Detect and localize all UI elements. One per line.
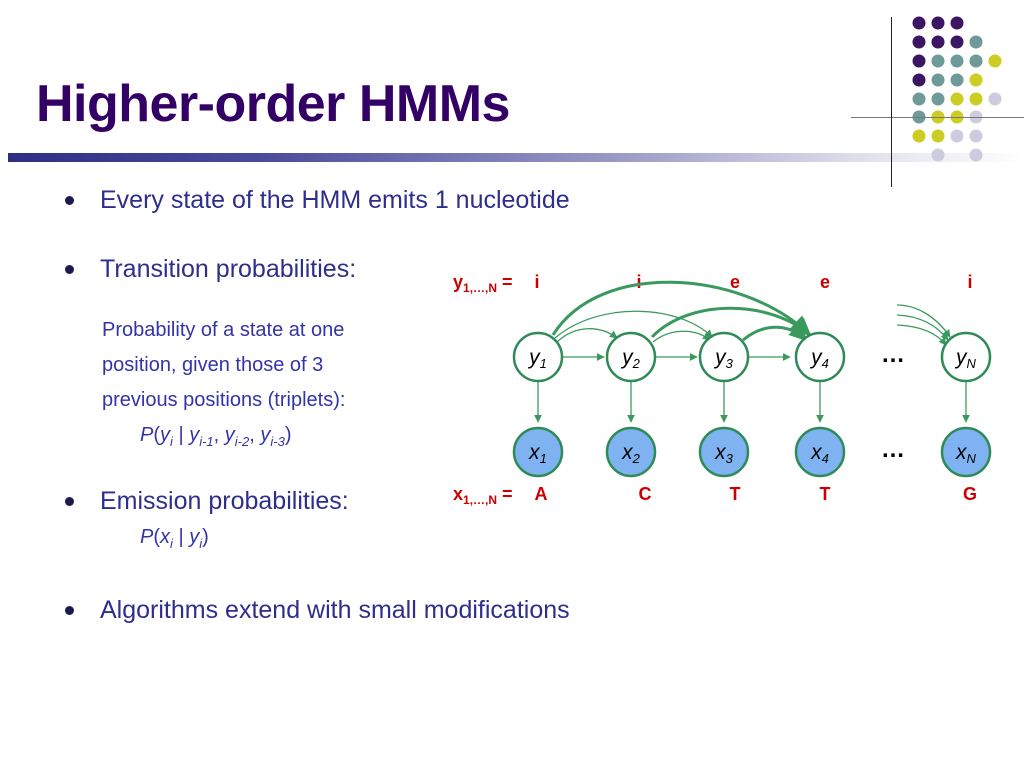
transition-arc-y1-y4 — [551, 280, 810, 336]
svg-text:xN: xN — [955, 441, 977, 466]
x-sequence-label: x1,…,N = — [453, 484, 513, 507]
deco-dot — [950, 92, 964, 106]
deco-dot — [931, 16, 945, 30]
transition-arc-y1-y3 — [554, 310, 713, 339]
y-sequence-label: y1,…,N = — [453, 272, 513, 295]
observed-node-x1: x1 — [512, 426, 564, 478]
svg-text:x1: x1 — [528, 441, 547, 466]
hidden-node-y4: y4 — [794, 331, 846, 383]
deco-dot — [950, 129, 964, 143]
deco-dot — [969, 73, 983, 87]
observed-node-xN: xN — [940, 426, 992, 478]
svg-text:x3: x3 — [714, 441, 734, 466]
title-underline-bar — [8, 153, 1024, 162]
state-label: e — [730, 272, 740, 292]
decorative-horizontal-rule — [851, 117, 1024, 118]
deco-dot — [912, 92, 926, 106]
nucleotide-label: T — [820, 484, 831, 504]
hidden-node-yN: yN — [940, 331, 992, 383]
transition-arc-into-yN-3 — [896, 324, 947, 346]
deco-dot — [931, 54, 945, 68]
deco-dot — [969, 54, 983, 68]
bullet-dot — [65, 265, 74, 274]
deco-dot — [988, 92, 1002, 106]
hidden-node-y2: y2 — [605, 331, 657, 383]
deco-dot — [969, 92, 983, 106]
nucleotide-label: C — [639, 484, 652, 504]
transition-arc-into-yN-1 — [896, 304, 951, 338]
observed-node-x4: x4 — [794, 426, 846, 478]
transition-arc-y2-y3 — [652, 330, 711, 343]
transition-note-line-3: previous positions (triplets): — [102, 389, 346, 411]
nucleotide-label: G — [963, 484, 977, 504]
deco-dot — [950, 54, 964, 68]
deco-dot — [912, 73, 926, 87]
deco-dot — [912, 129, 926, 143]
hidden-node-y3: y3 — [698, 331, 750, 383]
transition-note-line-2: position, given those of 3 — [102, 354, 324, 376]
observed-node-x3: x3 — [698, 426, 750, 478]
emission-formula: P(xi | yi) — [140, 526, 209, 551]
nucleotide-label: A — [535, 484, 548, 504]
deco-dot — [988, 54, 1002, 68]
hidden-node-y1: y1 — [512, 331, 564, 383]
transition-note-line-1: Probability of a state at one — [102, 319, 345, 341]
svg-text:y3: y3 — [713, 346, 734, 371]
decorative-vertical-rule — [891, 17, 892, 187]
svg-text:y2: y2 — [620, 346, 641, 371]
bullet-dot — [65, 196, 74, 205]
deco-dot — [931, 73, 945, 87]
svg-text:y1: y1 — [527, 346, 547, 371]
transition-arc-y1-y2 — [556, 328, 618, 343]
state-label: i — [967, 272, 972, 292]
bullet-emits-nucleotide: Every state of the HMM emits 1 nucleotid… — [100, 186, 570, 214]
svg-text:y4: y4 — [809, 346, 829, 371]
observed-ellipsis: … — [881, 436, 905, 463]
bullet-dot — [65, 497, 74, 506]
hmm-diagram: y1,…,N = i i e e i y1 y2 y3 y4 … yN — [453, 272, 992, 507]
slide-title: Higher-order HMMs — [36, 75, 510, 133]
state-label: e — [820, 272, 830, 292]
transition-arc-y2-y4 — [650, 306, 812, 339]
svg-text:x2: x2 — [621, 441, 641, 466]
deco-dot — [950, 73, 964, 87]
observed-node-x2: x2 — [605, 426, 657, 478]
deco-dot — [931, 92, 945, 106]
bullet-algorithms-extend: Algorithms extend with small modificatio… — [100, 596, 570, 624]
transition-arc-y3-y4 — [742, 322, 808, 342]
deco-dot — [931, 129, 945, 143]
svg-text:x4: x4 — [810, 441, 829, 466]
deco-dot — [969, 129, 983, 143]
state-label: i — [636, 272, 641, 292]
hidden-ellipsis: … — [881, 341, 905, 368]
svg-text:yN: yN — [954, 346, 977, 371]
deco-dot — [912, 54, 926, 68]
deco-dot — [912, 16, 926, 30]
state-label: i — [534, 272, 539, 292]
nucleotide-label: T — [730, 484, 741, 504]
transition-arc-into-yN-2 — [896, 314, 949, 341]
deco-dot — [931, 35, 945, 49]
transition-formula: P(yi | yi-1, yi-2, yi-3) — [140, 424, 292, 449]
bullet-emission-probabilities: Emission probabilities: — [100, 487, 349, 515]
deco-dot — [950, 35, 964, 49]
bullet-dot — [65, 606, 74, 615]
deco-dot — [969, 35, 983, 49]
deco-dot — [950, 16, 964, 30]
deco-dot — [912, 35, 926, 49]
bullet-transition-probabilities: Transition probabilities: — [100, 255, 357, 283]
